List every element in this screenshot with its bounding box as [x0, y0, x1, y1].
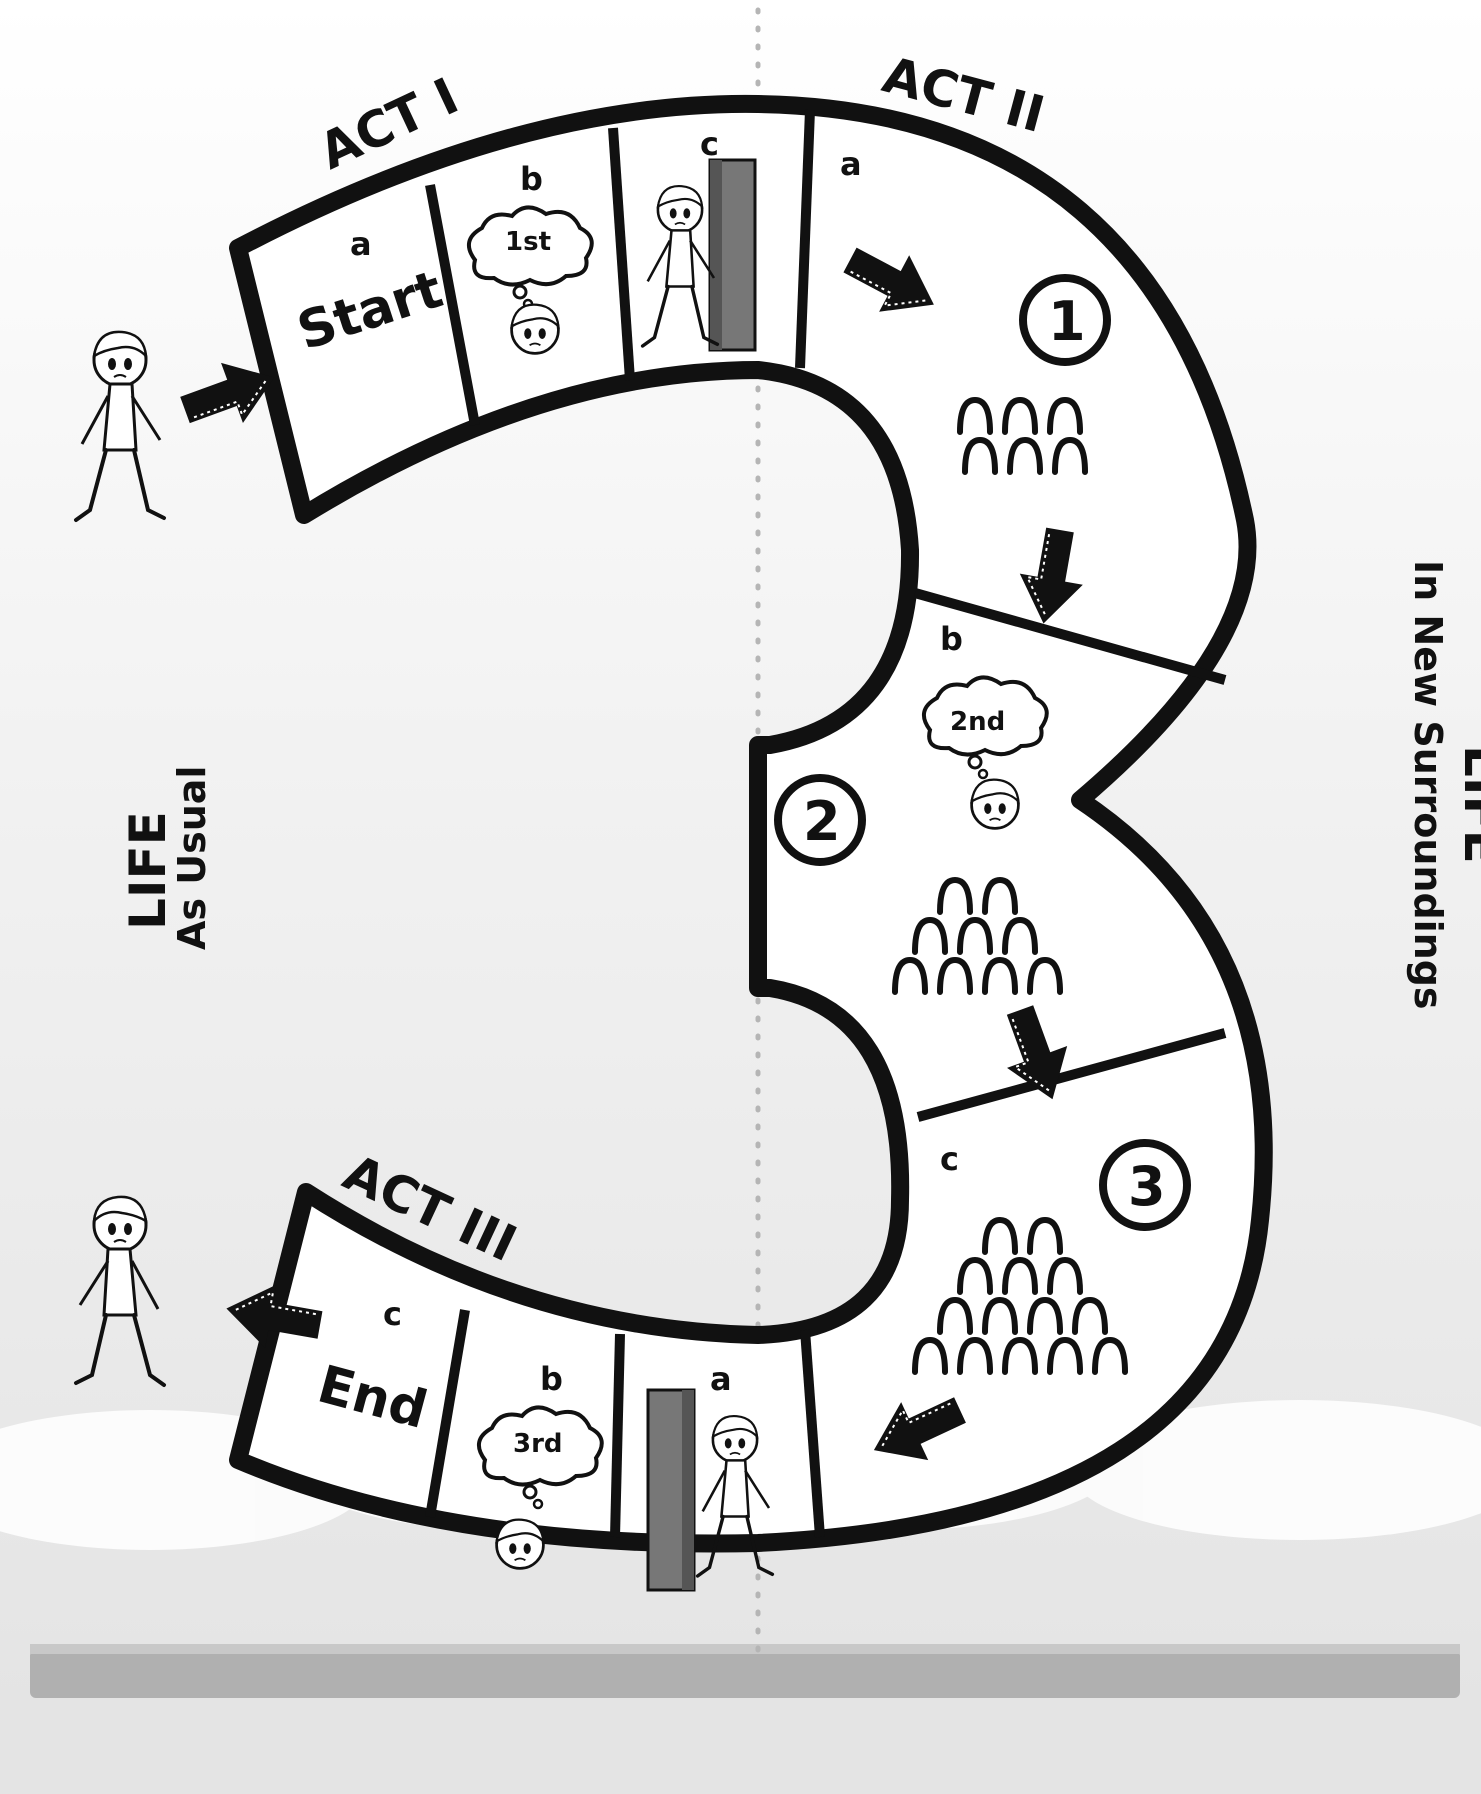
act2-b-bubble-label: 2nd [950, 707, 1005, 737]
act1-a-letter: a [350, 225, 372, 263]
grass-strip [30, 1644, 1460, 1698]
svg-text:As Usual: As Usual [170, 766, 214, 950]
step-1-badge: 1 [1019, 274, 1111, 366]
act2-c-letter: c [940, 1140, 959, 1178]
life-new-surroundings-label: In New Surroundings LIFE [1406, 560, 1481, 1010]
step-3-badge: 3 [1099, 1139, 1191, 1231]
act3-a-letter: a [710, 1360, 732, 1398]
cell-dividers [425, 109, 1227, 1538]
worried-face-icon [495, 1518, 545, 1570]
act3-b-letter: b [540, 1360, 563, 1398]
act3-b-bubble-label: 3rd [513, 1429, 563, 1459]
act1-c-letter: c [700, 125, 719, 163]
door-icon [708, 158, 757, 352]
life-as-usual-label: LIFE As Usual [119, 766, 214, 950]
svg-text:LIFE: LIFE [1453, 745, 1481, 864]
act1-b-bubble-label: 1st [505, 227, 551, 257]
step-2-badge: 2 [774, 774, 866, 866]
svg-text:LIFE: LIFE [119, 811, 177, 930]
svg-text:3: 3 [1128, 1155, 1166, 1218]
svg-text:2: 2 [803, 790, 841, 853]
act2-a-letter: a [840, 145, 862, 183]
act3-c-letter: c [383, 1295, 402, 1333]
act2-b-letter: b [940, 620, 963, 658]
door-icon [646, 1388, 696, 1592]
worried-face-icon [510, 303, 560, 355]
svg-text:In New Surroundings: In New Surroundings [1406, 560, 1450, 1010]
ground-base [0, 1690, 1481, 1794]
worried-face-icon [970, 778, 1020, 830]
svg-text:1: 1 [1048, 290, 1086, 353]
act1-b-letter: b [520, 160, 543, 198]
